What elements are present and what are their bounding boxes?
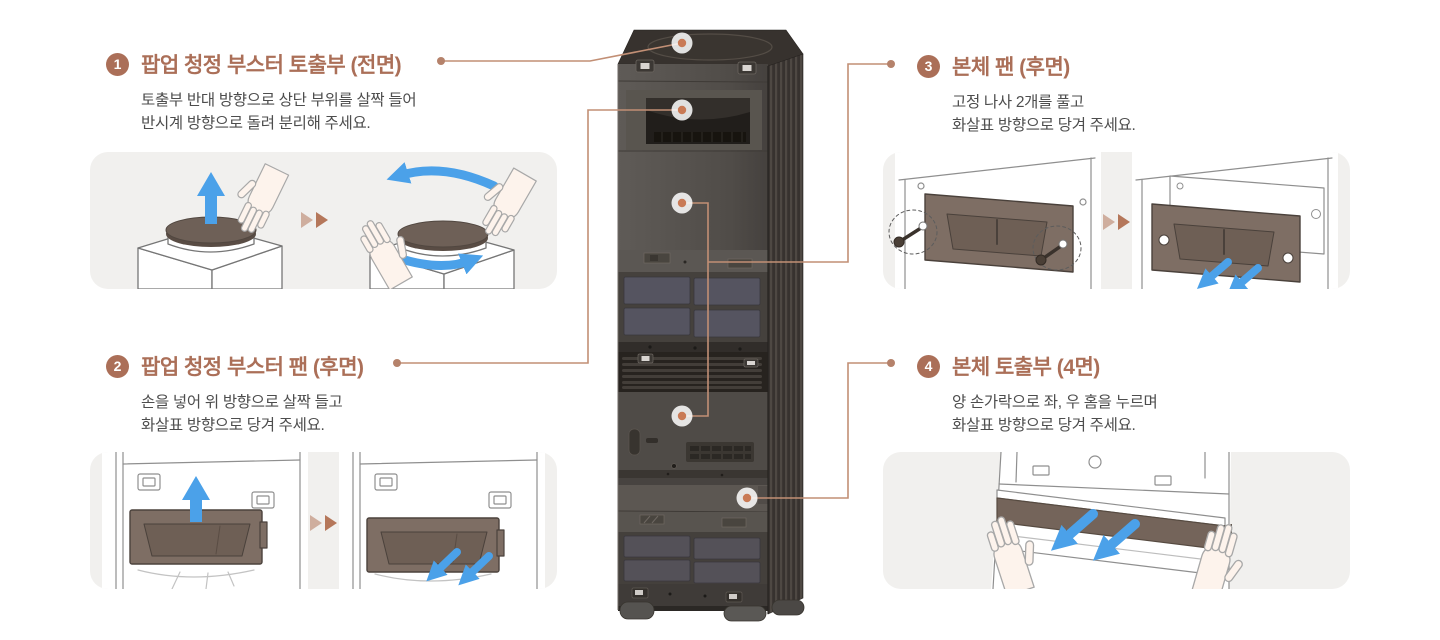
illustration-4-art <box>982 452 1254 589</box>
leader-dot-step-4 <box>887 359 895 367</box>
step-3-number-badge: 3 <box>917 54 940 78</box>
step-4-description: 양 손가락으로 좌, 우 홈을 누르며 화살표 방향으로 당겨 주세요. <box>952 394 1158 434</box>
illustration-lift-and-pull-popup-fan <box>90 452 557 589</box>
step-2-number-badge: 2 <box>106 354 129 378</box>
leader-dot-step-3 <box>887 60 895 68</box>
step-1-number-badge: 1 <box>106 52 129 76</box>
next-step-chevron-icon <box>1103 214 1130 230</box>
step-4-title: 본체 토출부 (4면) <box>952 356 1100 379</box>
step-3-description: 고정 나사 2개를 풀고 화살표 방향으로 당겨 주세요. <box>952 94 1136 134</box>
step-4-section: 4 본체 토출부 (4면) 양 손가락으로 좌, 우 홈을 누르며 화살표 방향… <box>917 351 1158 437</box>
leader-dot-step-1 <box>437 57 445 65</box>
illustration-3-art <box>888 152 1338 289</box>
step-2-description: 손을 넣어 위 방향으로 살짝 들고 화살표 방향으로 당겨 주세요. <box>141 394 343 434</box>
air-purifier-tower-image <box>617 29 805 622</box>
leader-dot-step-2 <box>393 359 401 367</box>
step-3-title: 본체 팬 (후면) <box>952 56 1070 79</box>
next-step-chevron-icon <box>310 515 337 531</box>
step-1-section: 1 팝업 청정 부스터 토출부 (전면) 토출부 반대 방향으로 상단 부위를 … <box>106 49 417 135</box>
illustration-press-and-pull-body-outlet <box>883 452 1350 589</box>
illustration-2-art <box>102 452 545 589</box>
illustration-unscrew-and-pull-body-fan <box>883 152 1350 289</box>
illustration-lift-and-rotate-popup-top <box>90 152 557 289</box>
step-3-section: 3 본체 팬 (후면) 고정 나사 2개를 풀고 화살표 방향으로 당겨 주세요… <box>917 51 1136 137</box>
next-step-chevron-icon <box>301 212 328 228</box>
step-2-title: 팝업 청정 부스터 팬 (후면) <box>141 356 364 379</box>
step-2-section: 2 팝업 청정 부스터 팬 (후면) 손을 넣어 위 방향으로 살짝 들고 화살… <box>106 351 364 437</box>
step-1-title: 팝업 청정 부스터 토출부 (전면) <box>141 54 402 77</box>
step-1-description: 토출부 반대 방향으로 상단 부위를 살짝 들어 반시계 방향으로 돌려 분리해… <box>141 92 417 132</box>
step-4-number-badge: 4 <box>917 354 940 378</box>
